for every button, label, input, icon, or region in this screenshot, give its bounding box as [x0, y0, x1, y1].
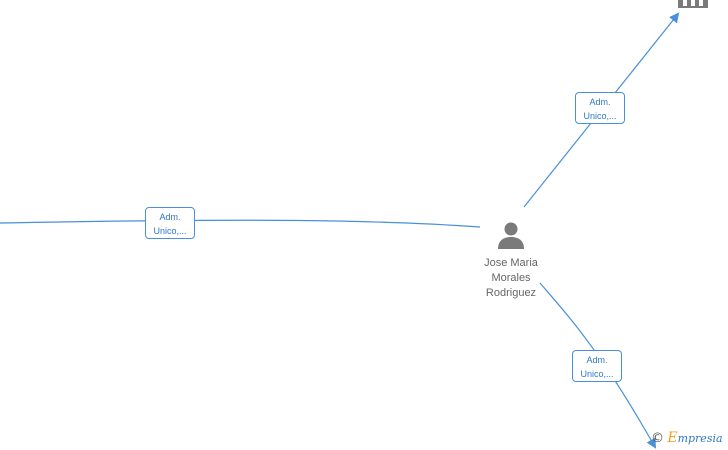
building-icon[interactable] [676, 0, 710, 10]
edge-label-top-right[interactable]: Adm. Unico,... [575, 92, 625, 124]
person-name-line: Jose Maria [484, 257, 538, 269]
edge-label-bottom-right[interactable]: Adm. Unico,... [572, 350, 622, 382]
edge-label-line: Adm. [159, 212, 181, 222]
edge-label-line: Unico,... [580, 369, 614, 379]
edge-bottom-right [539, 282, 656, 449]
edge-left [0, 219, 481, 228]
edge-label-line: Adm. [586, 355, 608, 365]
copyright-symbol: © [651, 431, 664, 446]
empresia-watermark: © Empresia [651, 431, 723, 446]
edge-label-line: Unico,... [153, 226, 187, 236]
person-name-line: Morales [491, 272, 531, 284]
brand-initial: E [667, 430, 678, 446]
person-icon [498, 222, 524, 249]
brand-name: mpresia [677, 432, 723, 445]
person-node[interactable]: Jose Maria Morales Rodriguez [470, 220, 552, 301]
person-name-line: Rodriguez [485, 287, 537, 299]
edge-label-line: Adm. [589, 97, 611, 107]
edge-label-left[interactable]: Adm. Unico,... [145, 207, 195, 239]
edge-label-line: Unico,... [583, 111, 617, 121]
